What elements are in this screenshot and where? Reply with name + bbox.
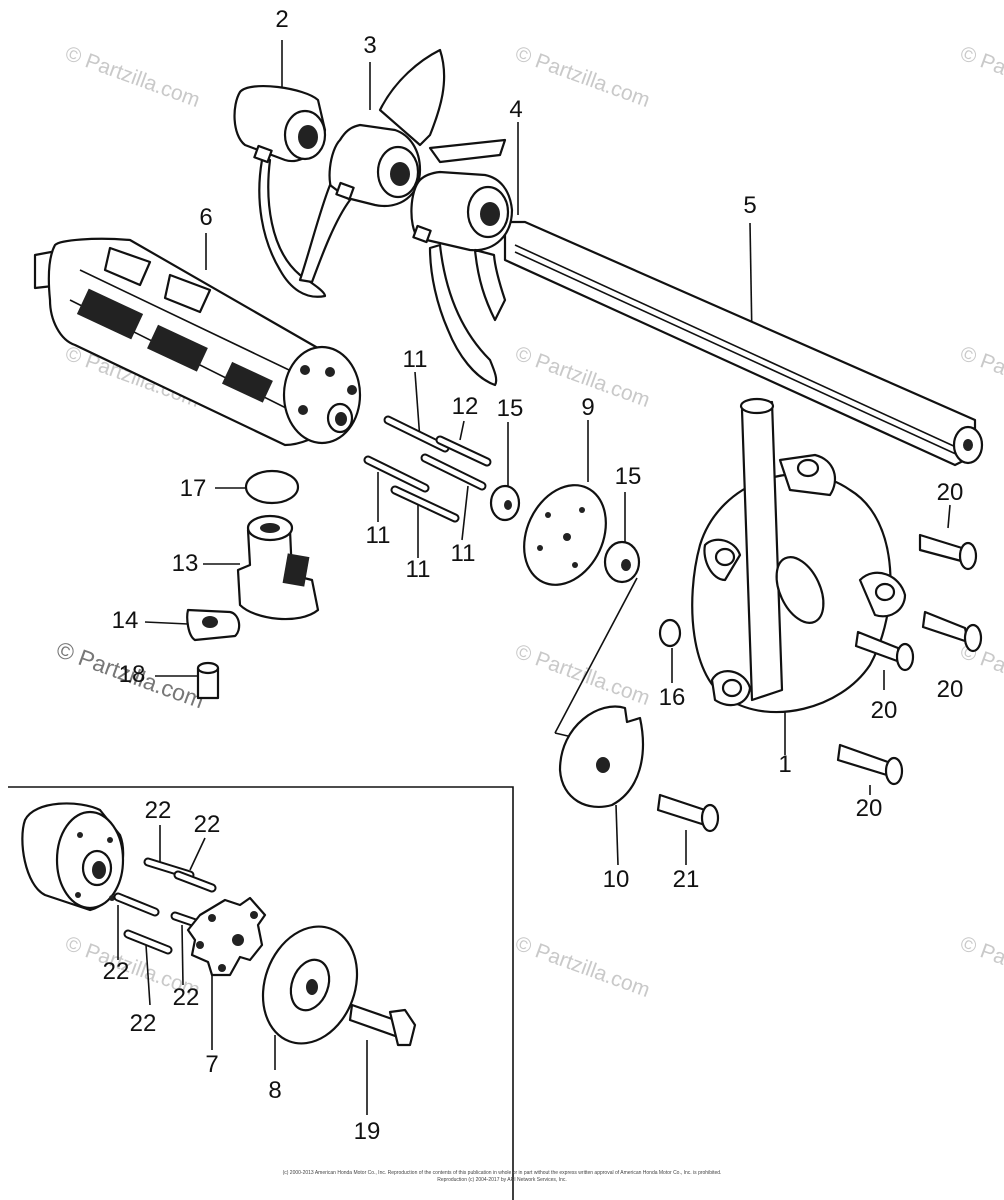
fork-shaft-part bbox=[503, 220, 984, 467]
callout-2: 2 bbox=[275, 6, 289, 33]
callout-11: 11 bbox=[405, 556, 431, 583]
callout-4: 4 bbox=[509, 96, 523, 123]
shift-fork-center-part bbox=[298, 48, 507, 284]
inset-frame bbox=[8, 786, 514, 1200]
lock-washer-part bbox=[186, 608, 241, 642]
callout-17: 17 bbox=[179, 475, 207, 502]
star-plate-part bbox=[186, 896, 267, 977]
callout-11: 11 bbox=[365, 522, 391, 549]
ring-16-part bbox=[658, 618, 682, 648]
shift-fork-right-part bbox=[410, 170, 514, 387]
callout-5: 5 bbox=[743, 192, 757, 219]
callout-1: 1 bbox=[778, 751, 792, 778]
leader-lines bbox=[117, 40, 951, 1115]
callout-12: 12 bbox=[451, 393, 479, 420]
callout-11: 11 bbox=[402, 346, 428, 373]
shift-arm-cover-part bbox=[691, 397, 907, 714]
callout-20: 20 bbox=[870, 697, 898, 724]
callout-21: 21 bbox=[672, 866, 700, 893]
gearshift-drum-part bbox=[33, 237, 362, 447]
callout-22: 22 bbox=[129, 1010, 157, 1037]
copyright-line: (c) 2000-2013 American Honda Motor Co., … bbox=[282, 1170, 722, 1176]
drum-end-part bbox=[21, 802, 125, 912]
callout-7: 7 bbox=[205, 1051, 219, 1078]
callout-9: 9 bbox=[581, 394, 595, 421]
washers-part bbox=[489, 484, 641, 584]
callout-20: 20 bbox=[855, 795, 883, 822]
bolt-19-part bbox=[348, 1003, 417, 1047]
bolt-18-part bbox=[196, 661, 220, 700]
callout-15: 15 bbox=[496, 395, 524, 422]
o-ring-part bbox=[244, 469, 300, 505]
screw-21-part bbox=[656, 793, 720, 833]
shift-fork-left-part bbox=[233, 85, 327, 298]
screws-20-part bbox=[836, 533, 983, 786]
stopper-part bbox=[236, 514, 320, 621]
callout-18: 18 bbox=[118, 661, 146, 688]
stopper-plate-part bbox=[558, 705, 644, 809]
callout-22: 22 bbox=[102, 958, 130, 985]
callout-6: 6 bbox=[199, 204, 213, 231]
callout-22: 22 bbox=[193, 811, 221, 838]
callout-16: 16 bbox=[658, 684, 686, 711]
callout-22: 22 bbox=[144, 797, 172, 824]
callout-14: 14 bbox=[111, 607, 139, 634]
pin-plate-part bbox=[523, 484, 607, 586]
callout-13: 13 bbox=[171, 550, 199, 577]
copyright-line: Reproduction (c) 2004-2017 by ARI Networ… bbox=[437, 1177, 567, 1183]
callout-3: 3 bbox=[363, 32, 377, 59]
dished-plate-part bbox=[261, 925, 359, 1045]
callout-10: 10 bbox=[602, 866, 630, 893]
callout-20: 20 bbox=[936, 676, 964, 703]
callout-8: 8 bbox=[268, 1077, 282, 1104]
callout-15: 15 bbox=[614, 463, 642, 490]
callout-20: 20 bbox=[936, 479, 964, 506]
drum-pins-part bbox=[363, 415, 492, 523]
callout-19: 19 bbox=[353, 1118, 381, 1145]
callout-11: 11 bbox=[450, 540, 476, 567]
callout-22: 22 bbox=[172, 984, 200, 1011]
